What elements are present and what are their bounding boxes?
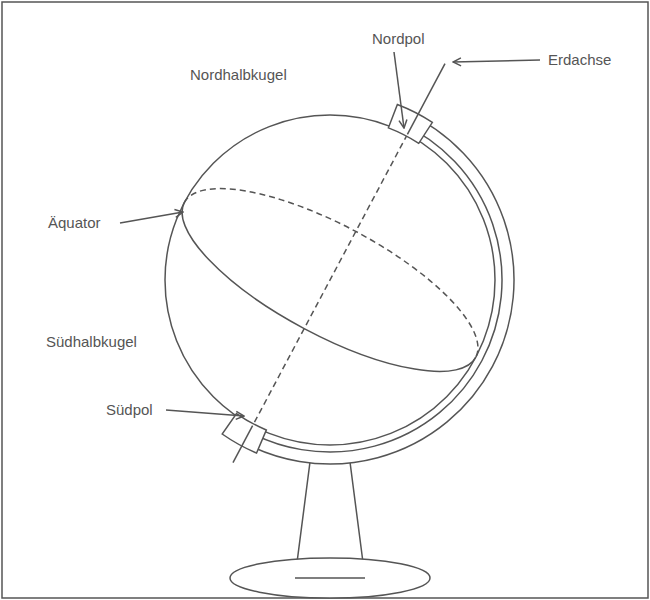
- meridian-ring: [222, 104, 514, 464]
- part-label: Äquator: [46, 214, 103, 232]
- globe-sphere: [165, 115, 495, 445]
- equator-back: [184, 154, 501, 357]
- earth-axis-bottom: [233, 426, 253, 463]
- part-label: Südhalbkugel: [44, 333, 139, 351]
- part-label: Nordhalbkugel: [188, 66, 289, 84]
- leader-arrow: [394, 52, 404, 128]
- leader-arrow: [120, 212, 183, 223]
- meridian-ring-band: [232, 112, 514, 464]
- part-label: Erdachse: [546, 51, 613, 69]
- earth-axis-inner: [253, 134, 408, 425]
- part-label: Nordpol: [370, 30, 427, 48]
- leader-arrow: [453, 60, 540, 62]
- part-label: Südpol: [104, 401, 155, 419]
- earth-axis-top: [407, 64, 445, 135]
- ring-clamp: [388, 104, 432, 143]
- ring-clamp: [222, 414, 266, 454]
- stand-base: [230, 558, 430, 598]
- stand-neck-foot: [295, 577, 365, 579]
- leader-arrow: [166, 410, 244, 416]
